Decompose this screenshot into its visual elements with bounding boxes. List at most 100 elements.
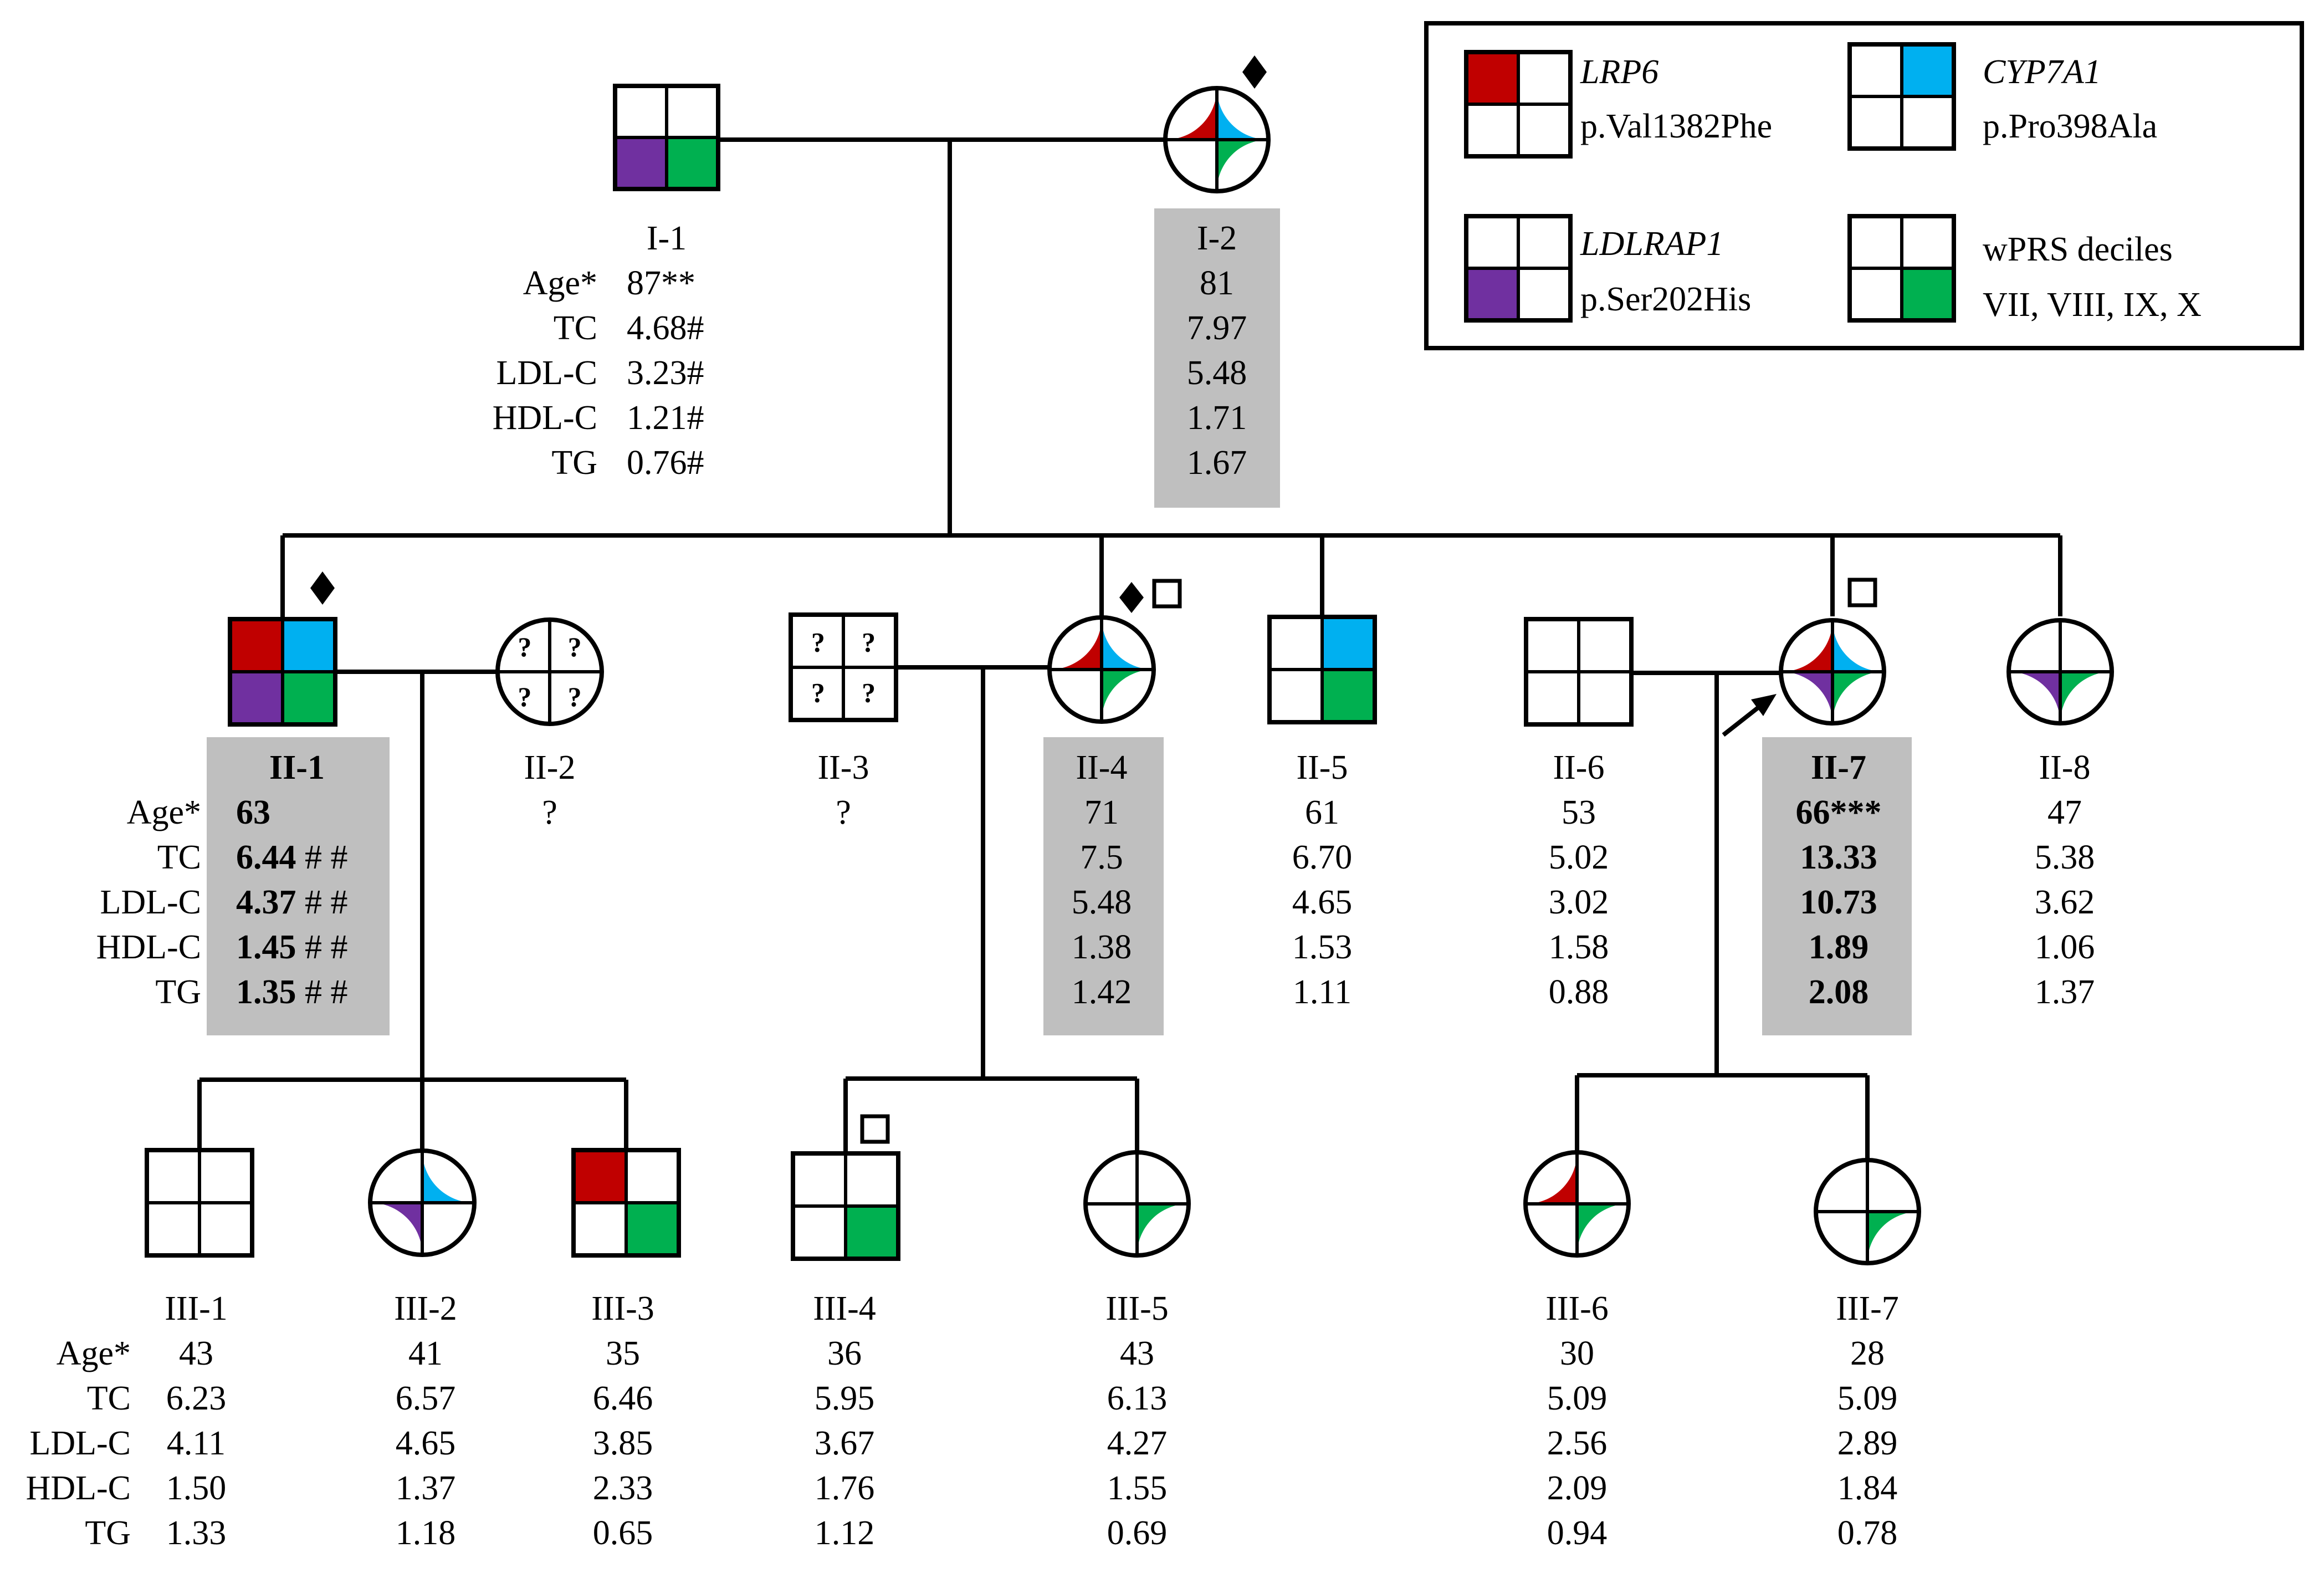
data-III-1: III-1436.234.111.501.33Age*TCLDL-CHDL-CT…: [26, 1290, 228, 1552]
open-square-markers: [860, 578, 1877, 1144]
shade-I-2: [1154, 208, 1280, 508]
symbol-III-6: [1523, 1150, 1631, 1258]
shade-II-1: [207, 737, 390, 1035]
value-age: 35: [606, 1335, 640, 1372]
individual-id: III-2: [394, 1290, 457, 1327]
diamond-I-2: [1242, 55, 1267, 89]
value-tc: 5.95: [815, 1380, 875, 1417]
value-age: 41: [408, 1335, 443, 1372]
value-tc: 13.33: [1800, 839, 1877, 876]
row-label: LDL-C: [496, 354, 597, 392]
value-ldlc: 4.65: [396, 1424, 456, 1462]
open-square-III-4: [860, 1114, 890, 1144]
symbol-III-1: [145, 1148, 254, 1258]
value-hdlc: 1.50: [166, 1469, 227, 1507]
open-square-II-4: [1152, 579, 1182, 609]
row-label: Age*: [523, 264, 597, 302]
symbol-III-7: [1814, 1158, 1921, 1265]
value-tg: 1.12: [815, 1514, 875, 1552]
individual-id: II-6: [1553, 749, 1605, 786]
individual-id: III-7: [1836, 1290, 1899, 1327]
value-ldlc: 10.73: [1800, 883, 1877, 921]
value-tc: 6.70: [1292, 839, 1353, 876]
row-label: TG: [551, 444, 597, 482]
symbol-I-1: [613, 84, 720, 191]
row-label: TC: [554, 309, 597, 347]
value-tg: 1.67: [1187, 444, 1247, 482]
value-tc: 6.23: [166, 1380, 227, 1417]
legend-variant: p.Val1382Phe: [1580, 108, 1772, 145]
symbol-III-5: [1083, 1150, 1191, 1258]
value-ldlc: 3.02: [1549, 883, 1609, 921]
individual-id: II-8: [2039, 749, 2091, 786]
value-tc: 7.5: [1080, 839, 1123, 876]
value-ldlc: 4.37 # #: [236, 883, 348, 921]
value-tc: 5.38: [2035, 839, 2095, 876]
value-tg: 0.76#: [627, 444, 704, 482]
value-tg: 0.78: [1837, 1514, 1898, 1552]
row-label: TG: [155, 973, 201, 1011]
value-ldlc: 5.48: [1072, 883, 1132, 921]
value-tg: 1.37: [2035, 973, 2095, 1011]
value-ldlc: 2.89: [1837, 1424, 1898, 1462]
value-hdlc: 1.58: [1549, 928, 1609, 966]
value-ldlc: 3.67: [815, 1424, 875, 1462]
open-square-II-7: [1847, 578, 1877, 607]
data-II-2: II-2?: [524, 749, 576, 831]
value-age: 53: [1562, 794, 1596, 831]
legend-variant: VII, VIII, IX, X: [1983, 286, 2202, 324]
value-ldlc: 3.85: [593, 1424, 653, 1462]
value-tg: 0.94: [1547, 1514, 1608, 1552]
pedigree-lines: [197, 137, 2062, 1162]
value-tc: 5.09: [1837, 1380, 1898, 1417]
value-hdlc: 1.38: [1072, 928, 1132, 966]
legend-variant: p.Pro398Ala: [1983, 108, 2157, 145]
value-age: 43: [179, 1335, 213, 1372]
value-hdlc: 1.55: [1107, 1469, 1168, 1507]
legend-gene: LRP6: [1580, 53, 1658, 91]
value-ldlc: 2.56: [1547, 1424, 1608, 1462]
symbol-III-3: [571, 1148, 681, 1258]
individual-id: III-3: [591, 1290, 654, 1327]
value-tc: 6.44 # #: [236, 839, 348, 876]
value-tg: 1.18: [396, 1514, 456, 1552]
value-tg: 1.33: [166, 1514, 227, 1552]
value-tg: 2.08: [1809, 973, 1869, 1011]
symbol-I-2: [1163, 86, 1271, 193]
pedigree-texts: I-187**4.68#3.23#1.21#0.76#Age*TCLDL-CHD…: [26, 219, 2095, 1552]
value-age: 30: [1560, 1335, 1594, 1372]
value-hdlc: 1.89: [1809, 928, 1869, 966]
value-hdlc: 1.76: [815, 1469, 875, 1507]
legend-item: LRP6 p.Val1382Phe: [1464, 50, 1772, 159]
value-ldlc: 4.27: [1107, 1424, 1168, 1462]
row-label: Age*: [127, 794, 201, 831]
legend-gene: LDLRAP1: [1580, 225, 1723, 263]
value-hdlc: 1.21#: [627, 399, 704, 437]
value-hdlc: 2.09: [1547, 1469, 1608, 1507]
row-label: TG: [85, 1514, 131, 1552]
value-hdlc: 1.45 # #: [236, 928, 348, 966]
unknown-mark: ?: [811, 677, 825, 708]
unknown-mark: ?: [862, 677, 876, 708]
individual-id: II-2: [524, 749, 576, 786]
symbol-III-4: [791, 1151, 900, 1261]
value-age: 63: [236, 794, 270, 831]
value-ldlc: 3.23#: [627, 354, 704, 392]
symbol-II-8: [2006, 618, 2114, 726]
value-ldlc: 4.11: [167, 1424, 226, 1462]
value-tc: 6.57: [396, 1380, 456, 1417]
individual-id: II-4: [1076, 749, 1128, 786]
pedigree-symbols: ????????: [145, 84, 2114, 1265]
individual-id: II-5: [1297, 749, 1348, 786]
